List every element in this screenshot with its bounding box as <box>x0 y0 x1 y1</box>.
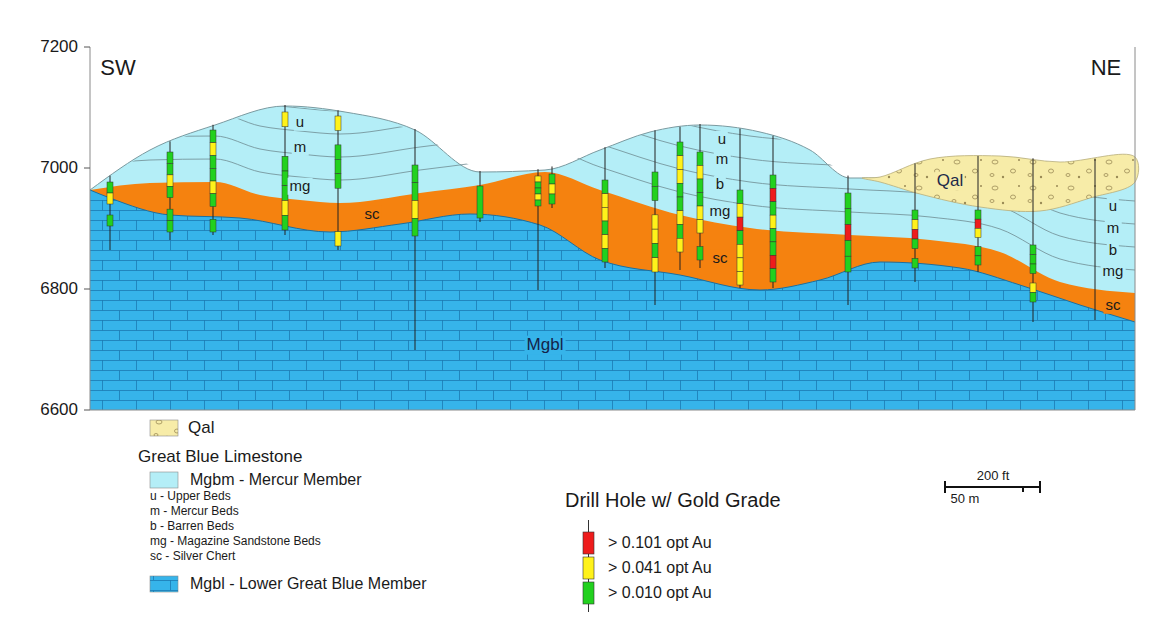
stratum-label: u <box>294 114 306 131</box>
legend-label: > 0.010 opt Au <box>608 584 712 602</box>
legend-swatch <box>583 557 594 579</box>
axis-label: 6600 <box>40 401 78 420</box>
legend-swatch <box>583 532 594 554</box>
drill-hole <box>477 171 483 222</box>
legend-swatch <box>583 582 594 604</box>
legend-label: Qal <box>188 419 214 438</box>
scale-label: 50 m <box>951 492 980 506</box>
direction-label: NE <box>1091 56 1122 80</box>
drill-hole <box>107 176 113 250</box>
drill-hole <box>737 129 743 288</box>
drill-hole <box>677 127 683 270</box>
drill-hole <box>652 130 658 305</box>
swatch-pattern <box>150 576 178 592</box>
unit-label: Mgbl <box>525 336 566 355</box>
stratum-label: mg <box>708 203 733 220</box>
alluvium-pattern <box>862 154 1139 211</box>
limestone-pattern <box>90 190 1135 410</box>
legend-swatch <box>150 576 178 592</box>
unit-label: Qal <box>935 172 965 191</box>
stratum-label: sc <box>711 250 730 267</box>
drill-hole <box>335 110 341 250</box>
legend-label: > 0.041 opt Au <box>608 559 712 577</box>
mercur-member <box>90 106 1135 410</box>
drill-hole <box>975 156 981 272</box>
axis-label: 7000 <box>40 159 78 178</box>
legend-item: m - Mercur Beds <box>150 505 239 518</box>
legend-item: u - Upper Beds <box>150 490 231 503</box>
drill-hole <box>770 136 776 288</box>
stratum-label: u <box>716 131 728 148</box>
stratum-label: b <box>714 176 726 193</box>
scale-label: 200 ft <box>977 469 1010 483</box>
drill-hole <box>549 166 555 208</box>
drill-hole <box>845 176 851 305</box>
legend-swatch <box>150 472 178 488</box>
drill-hole <box>602 147 608 268</box>
drill-hole <box>210 125 216 235</box>
drill-hole <box>1095 159 1096 320</box>
drill-hole <box>1030 158 1036 322</box>
contact-line <box>90 190 1135 322</box>
stratum-label: sc <box>1104 297 1123 314</box>
axis-label: 7200 <box>40 38 78 57</box>
drill-hole <box>697 124 703 268</box>
drill-hole <box>912 163 918 282</box>
axis-label: 6800 <box>40 280 78 299</box>
legend-item: mg - Magazine Sandstone Beds <box>150 535 321 548</box>
legend-swatch <box>150 420 178 436</box>
legend-label: > 0.101 opt Au <box>608 534 712 552</box>
alluvium <box>862 154 1139 211</box>
stratum-label: m <box>292 139 309 156</box>
drill-hole <box>282 105 288 235</box>
stratum-label: b <box>1107 242 1119 259</box>
drill-hole <box>535 169 541 290</box>
drill-hole <box>412 129 418 350</box>
legend-item: b - Barren Beds <box>150 520 234 533</box>
legend-label: Mgbl - Lower Great Blue Member <box>190 575 427 593</box>
lower-great-blue <box>90 190 1135 410</box>
stratum-label: mg <box>1101 263 1126 280</box>
legend-label: Mgbm - Mercur Member <box>190 471 362 489</box>
legend-item: sc - Silver Chert <box>150 550 235 563</box>
stratum-label: mg <box>288 178 313 195</box>
stratum-label: u <box>1107 198 1119 215</box>
stratum-label: m <box>1105 220 1122 237</box>
drill-hole <box>167 141 173 240</box>
swatch-pattern <box>150 420 178 436</box>
stratum-label: m <box>714 151 731 168</box>
legend-heading: Great Blue Limestone <box>138 448 302 467</box>
direction-label: SW <box>100 56 135 80</box>
legend-heading: Drill Hole w/ Gold Grade <box>565 489 781 511</box>
stratum-label: sc <box>363 206 382 223</box>
